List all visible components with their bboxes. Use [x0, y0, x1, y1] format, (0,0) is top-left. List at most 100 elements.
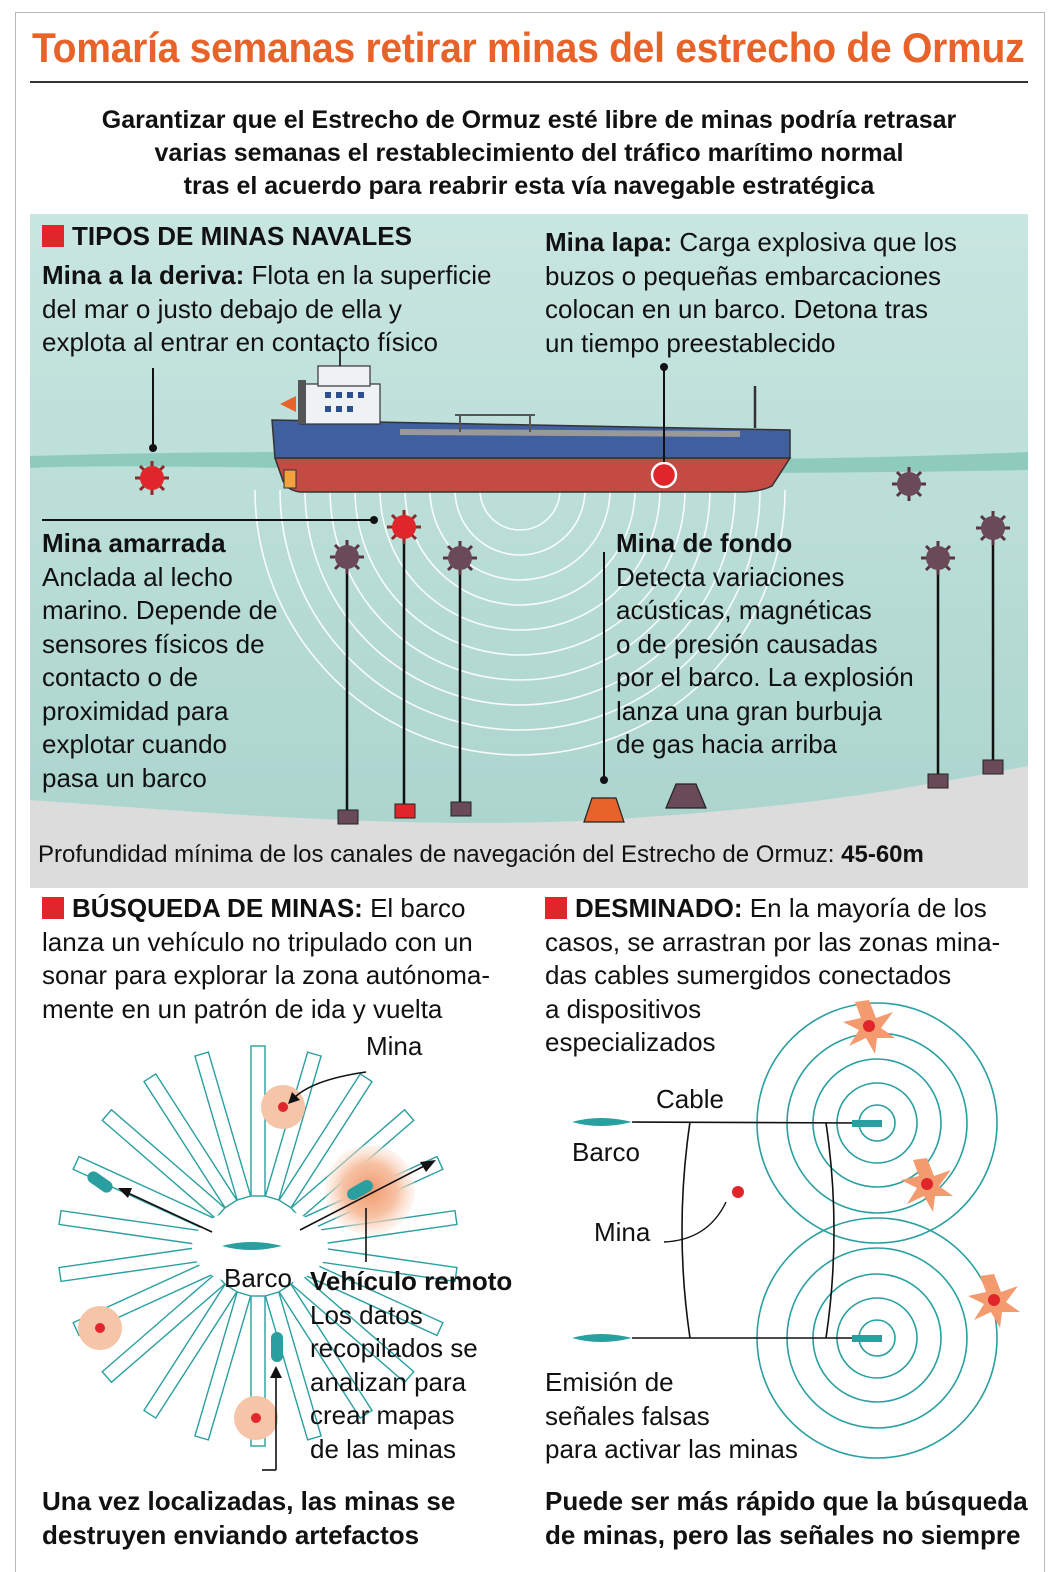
cable-label: Cable	[656, 1084, 724, 1114]
sweeping-line: a dispositivos	[545, 993, 702, 1024]
remote-vehicle-line: de las minas	[310, 1433, 456, 1464]
drift-mine-line: Flota en la superficie	[251, 260, 492, 290]
mine-types-heading: TIPOS DE MINAS NAVALES	[42, 220, 412, 254]
page-title: Tomaría semanas retirar minas del estrec…	[32, 24, 1025, 71]
section-marker	[545, 897, 567, 919]
drift-mine-line: explota al entrar en contacto físico	[42, 327, 439, 357]
sweeping-line: especializados	[545, 1027, 716, 1057]
hunting-footer: Una vez localizadas, las minas se destru…	[42, 1485, 522, 1552]
sonar-lane	[278, 1072, 373, 1209]
sonar-lane	[101, 1108, 226, 1220]
explosion	[901, 1158, 953, 1212]
sonar-lane	[264, 1291, 322, 1441]
hunting-line: El barco	[370, 893, 466, 923]
sea-background	[30, 214, 1028, 888]
depth-label: Profundidad mínima de los canales de nav…	[38, 841, 835, 868]
moored-mine-line: contacto o de	[42, 662, 199, 692]
limpet-mine-line: colocan en un barco. Detona tras	[545, 294, 929, 324]
section-marker	[42, 897, 64, 919]
hunting-footer-line: destruyen enviando artefactos	[42, 1519, 420, 1550]
bottom-mine-text: Mina de fondo Detecta variaciones acústi…	[616, 527, 936, 762]
section-marker	[42, 225, 64, 247]
moored-mine-text: Mina amarrada Anclada al lecho marino. D…	[42, 527, 302, 795]
sweeping-footer: Puede ser más rápido que la búsqueda de …	[545, 1485, 1035, 1552]
infographic-frame	[15, 12, 1045, 1572]
bottom-mine-line: acústicas, magnéticas	[616, 595, 872, 625]
sonar-lane	[194, 1291, 252, 1441]
page-subtitle: Garantizar que el Estrecho de Ormuz esté…	[30, 104, 1028, 203]
moored-mine-line: sensores físicos de	[42, 628, 265, 659]
sonar-lane	[194, 1051, 252, 1201]
limpet-mine-line: un tiempo preestablecido	[545, 327, 836, 358]
limpet-mine-line: buzos o pequeñas embarcaciones	[545, 260, 942, 291]
limpet-mine	[650, 461, 678, 489]
subtitle-line: Garantizar que el Estrecho de Ormuz esté…	[101, 106, 957, 134]
remote-vehicle-line: recopilados se	[310, 1333, 478, 1363]
moored-mine-name: Mina amarrada	[42, 528, 226, 558]
hunting-heading: BÚSQUEDA DE MINAS:	[72, 893, 363, 923]
sonar-lane	[250, 1295, 266, 1447]
moored-mine-line: pasa un barco	[42, 762, 207, 793]
emission-text: Emisión de señales falsas para activar l…	[545, 1366, 845, 1467]
explosion	[968, 1274, 1020, 1328]
drift-mine-name: Mina a la deriva:	[42, 260, 245, 290]
hunting-line: lanza un vehículo no tripulado con un	[42, 926, 473, 957]
hunting-footer-line: Una vez localizadas, las minas se	[42, 1486, 456, 1516]
bottom-mine-line: de gas hacia arriba	[616, 729, 838, 759]
subtitle-line: varias semanas el restablecimiento del t…	[154, 139, 904, 167]
sweeping-footer-line: Puede ser más rápido que la búsqueda	[545, 1486, 1028, 1516]
limpet-mine-line: Carga explosiva que los	[679, 227, 957, 257]
remote-vehicle-text: Vehículo remoto Los datos recopilados se…	[310, 1265, 530, 1466]
remote-vehicle-line: Los datos	[310, 1299, 423, 1330]
seabed	[30, 766, 1028, 888]
sweeping-mine-label: Mina	[594, 1217, 651, 1247]
hunting-ship-label: Barco	[224, 1263, 292, 1293]
remote-vehicle-line: analizan para	[310, 1366, 467, 1397]
depth-note: Profundidad mínima de los canales de nav…	[38, 841, 924, 869]
emission-line: para activar las minas	[545, 1434, 798, 1464]
bottom-mine-line: lanza una gran burbuja	[616, 695, 882, 726]
acoustic-waves	[254, 489, 786, 756]
floating-mine	[892, 467, 926, 501]
sweeping-line: casos, se arrastran por las zonas mina-	[545, 926, 1001, 957]
bottom-mine-line: Detecta variaciones	[616, 561, 845, 592]
mine-types-heading-label: TIPOS DE MINAS NAVALES	[72, 221, 412, 251]
bottom-mine-name: Mina de fondo	[616, 528, 793, 558]
sweeping-text: DESMINADO: En la mayoría de los casos, s…	[545, 892, 1025, 1060]
limpet-mine-name: Mina lapa:	[545, 227, 673, 257]
sonar-lane	[250, 1045, 266, 1197]
hunting-line: mente en un patrón de ida y vuelta	[42, 993, 443, 1024]
moored-mine-line: marino. Depende de	[42, 595, 278, 625]
drift-mine-line: del mar o justo debajo de ella y	[42, 293, 402, 324]
bottom-mine-line: o de presión causadas	[616, 628, 878, 659]
subtitle-line: tras el acuerdo para reabrir esta vía na…	[183, 172, 875, 200]
moored-mine-line: Anclada al lecho	[42, 561, 233, 592]
sweeping-footer-line: de minas, pero las señales no siempre	[545, 1519, 1021, 1550]
hunting-diagram	[58, 1045, 458, 1471]
remote-vehicle-line: crear mapas	[310, 1400, 455, 1430]
sweeping-diagram	[572, 1000, 1020, 1459]
hunting-line: sonar para explorar la zona autónoma-	[42, 960, 491, 990]
explosion	[843, 1000, 895, 1054]
sonar-lane	[143, 1072, 238, 1209]
drift-mine-text: Mina a la deriva: Flota en la superficie…	[42, 259, 522, 360]
sweeping-line: En la mayoría de los	[749, 893, 987, 923]
drifting-mine	[135, 368, 169, 495]
sonar-lane	[58, 1245, 211, 1283]
moored-mine-line: proximidad para	[42, 695, 229, 726]
bottom-mines	[583, 552, 707, 823]
moored-mine-line: explotar cuando	[42, 729, 228, 759]
sonar-lane	[278, 1283, 373, 1420]
hunting-mine-label: Mina	[366, 1031, 423, 1061]
bottom-mine-line: por el barco. La explosión	[616, 662, 914, 692]
emission-line: señales falsas	[545, 1400, 710, 1431]
moored-mines	[42, 510, 1010, 825]
sonar-lane	[72, 1155, 217, 1233]
sonar-lane	[58, 1209, 211, 1247]
limpet-mine-text: Mina lapa: Carga explosiva que los buzos…	[545, 226, 1015, 360]
sweeping-heading: DESMINADO:	[575, 893, 743, 923]
hunting-text: BÚSQUEDA DE MINAS: El barco lanza un veh…	[42, 892, 522, 1026]
title-divider	[30, 81, 1028, 83]
depth-value: 45-60m	[841, 841, 924, 868]
